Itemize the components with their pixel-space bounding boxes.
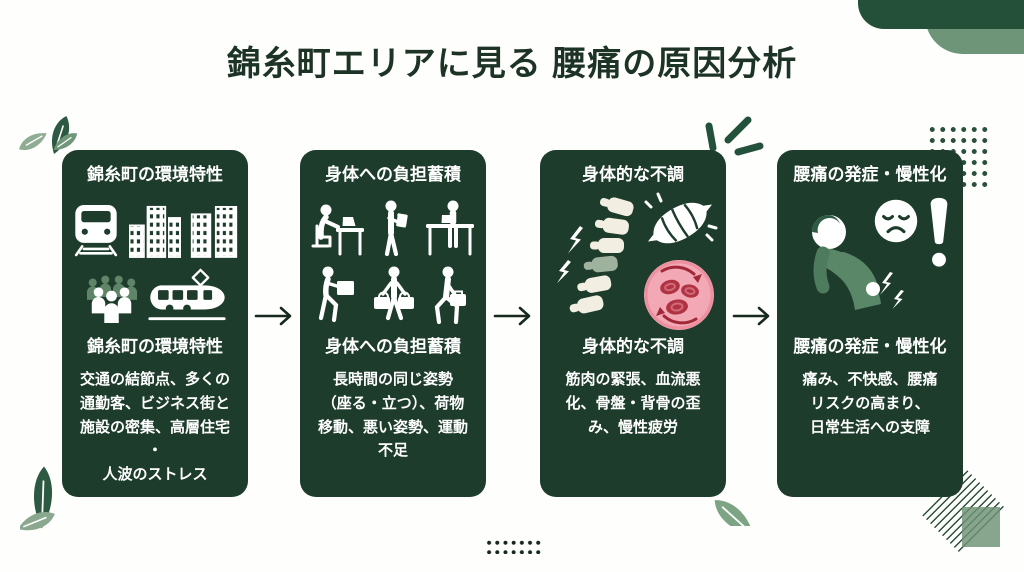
leaves-bottom-left	[20, 462, 92, 536]
walking-briefcase-icon	[434, 266, 466, 325]
spine-pain-icon	[557, 197, 634, 314]
train-front-icon	[74, 205, 118, 257]
sad-face-icon	[874, 199, 918, 243]
card-mid-title: 腰痛の発症・慢性化	[793, 337, 947, 357]
corner-shape-dark	[858, 0, 1024, 29]
card-top-title: 身体的な不調	[582, 165, 684, 184]
card-environment: 錦糸町の環境特性	[62, 150, 248, 497]
exclamation-icon	[930, 197, 948, 267]
green-square	[962, 507, 1000, 547]
card-burden: 身体への負担蓄積	[300, 150, 486, 497]
tram-icon	[148, 268, 226, 321]
page-title: 錦糸町エリアに見る 腰痛の原因分析	[226, 45, 798, 83]
leaf-icon	[19, 116, 78, 155]
card-top-title: 腰痛の発症・慢性化	[793, 165, 947, 184]
flow-arrow-icon	[732, 306, 770, 326]
leaf-card3-corner	[698, 452, 758, 526]
leaf-icon	[20, 466, 55, 531]
card-top-title: 身体への負担蓄積	[325, 165, 461, 184]
card-icon-area	[785, 192, 955, 332]
muscle-icon	[644, 192, 718, 244]
standing-desk-icon	[426, 200, 474, 256]
flow-arrow-icon	[493, 306, 531, 326]
leaf-icon	[714, 500, 758, 526]
sparkle-icon	[705, 116, 764, 156]
card-body-text: 交通の結節点、多くの 通勤客、ビジネス街と 施設の密集、高層住宅 ・ 人波のスト…	[79, 371, 230, 483]
tower-buildings-icon	[190, 206, 238, 258]
card-mid-title: 身体的な不調	[582, 337, 684, 357]
card-body-text: 痛み、不快感、腰痛 リスクの高まり、 日常生活への支障	[802, 371, 938, 436]
card-onset: 腰痛の発症・慢性化	[777, 150, 963, 497]
office-buildings-icon	[129, 206, 181, 259]
dot-grid-bottom-center	[485, 538, 541, 554]
card-body-text: 長時間の同じ姿勢 （座る・立つ）、荷物 移動、悪い姿勢、運動 不足	[317, 371, 468, 460]
desk-work-icon	[311, 204, 364, 256]
card-mid-title: 身体への負担蓄積	[325, 337, 461, 357]
card-body-text: 筋肉の緊張、血流悪 化、骨盤・背骨の歪 み、慢性疲労	[565, 371, 701, 436]
card-icon-area	[548, 192, 718, 332]
leaves-top-left	[14, 110, 92, 180]
card-disorder: 身体的な不調	[540, 150, 726, 497]
card-icon-area	[70, 192, 240, 332]
flow-arrow-icon	[254, 306, 292, 326]
standing-reading-icon	[384, 200, 408, 257]
crowd-icon	[86, 275, 138, 324]
sparkle-marks	[700, 112, 766, 158]
blood-flow-icon	[644, 260, 714, 331]
card-top-title: 錦糸町の環境特性	[87, 165, 223, 184]
carrying-bags-icon	[374, 266, 414, 321]
card-mid-title: 錦糸町の環境特性	[87, 337, 223, 357]
card-icon-area	[308, 192, 478, 332]
back-pain-person-icon	[812, 215, 904, 311]
carrying-box-icon	[318, 266, 354, 323]
